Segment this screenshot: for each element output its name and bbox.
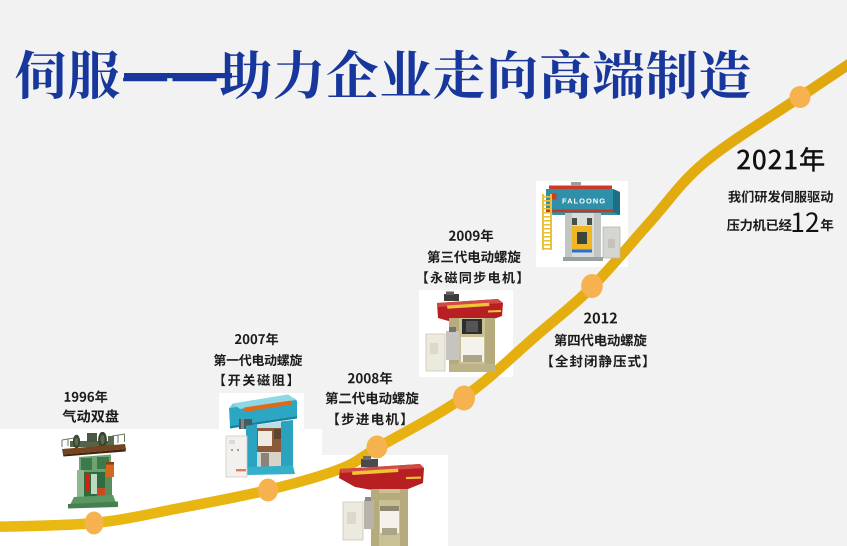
svg-text:FALOONG: FALOONG (562, 197, 606, 206)
